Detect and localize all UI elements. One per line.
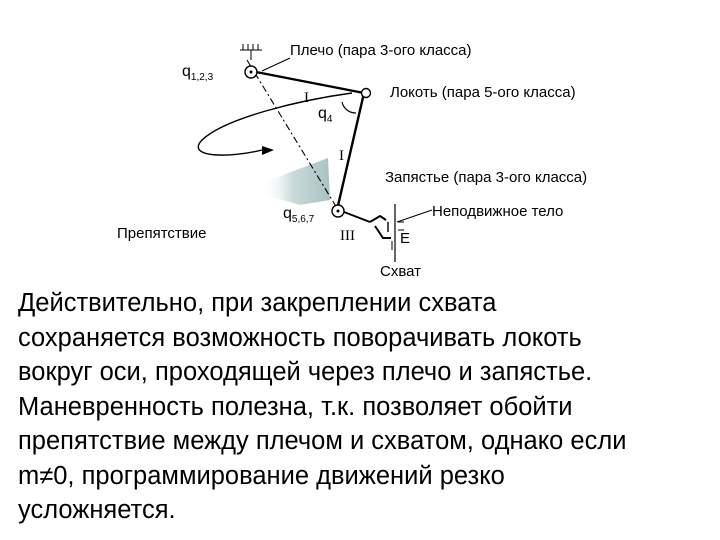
label-fixed-body: Неподвижное тело xyxy=(432,203,563,220)
shoulder-joint-icon xyxy=(244,65,258,79)
link-upper-arm xyxy=(255,70,365,95)
ground-hatch-icon xyxy=(240,44,262,60)
label-e: E xyxy=(400,230,410,247)
link-mark-1: I xyxy=(304,90,309,106)
link-mark-2: I xyxy=(339,148,344,164)
joint-label-q4: q4 xyxy=(318,105,333,125)
elbow-trajectory xyxy=(197,92,353,156)
fixed-body-leader xyxy=(396,209,433,223)
label-gripper: Схват xyxy=(380,263,421,280)
link-leader-shoulder xyxy=(261,57,291,72)
joint-label-q123: q1,2,3 xyxy=(182,63,214,83)
trajectory-arrow-icon xyxy=(262,146,274,155)
fixed-body-icon xyxy=(391,204,404,262)
body-paragraph: Действительно, при закреплении схвата со… xyxy=(18,289,627,524)
gripper-icon xyxy=(369,214,391,239)
link-mark-3: III xyxy=(340,228,355,244)
elbow-arc xyxy=(341,101,357,114)
manipulator-diagram: I I III q1,2,3 q4 q5,6,7 Плечо (пара 3-о… xyxy=(117,42,587,280)
label-wrist: Запястье (пара 3-ого класса) xyxy=(385,169,587,186)
link-forearm xyxy=(335,92,366,211)
joint-label-q567: q5,6,7 xyxy=(283,205,315,225)
label-obstacle: Препятствие xyxy=(117,225,206,242)
label-elbow: Локоть (пара 5-ого класса) xyxy=(390,84,576,101)
label-shoulder: Плечо (пара 3-ого класса) xyxy=(290,42,472,59)
elbow-joint-icon xyxy=(360,87,372,99)
link-wrist-arm xyxy=(343,211,371,223)
wrist-joint-icon xyxy=(331,204,345,218)
obstacle-shape xyxy=(262,158,330,205)
